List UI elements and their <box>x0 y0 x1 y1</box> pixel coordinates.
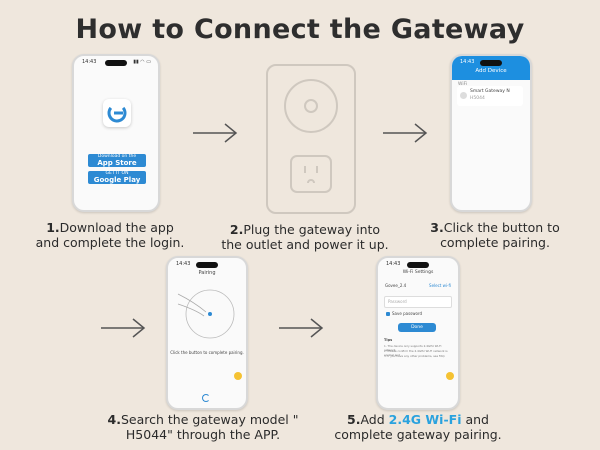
status-time: 14:43 <box>176 261 191 267</box>
screen-title: Wi-Fi Settings <box>402 270 434 275</box>
caption-line: Plug the gateway into <box>243 222 381 237</box>
gateway-device <box>266 64 356 214</box>
step-5-caption: 5.Add 2.4G Wi-Fi and complete gateway pa… <box>318 412 518 442</box>
phone-step-5: 14:43 Wi-Fi Settings Govee_2.4 Select wi… <box>376 256 460 410</box>
app-store-button[interactable]: Download on the App Store <box>88 154 146 167</box>
phone-notch <box>105 60 127 66</box>
right-arrow-icon <box>101 318 146 338</box>
google-play-label: Google Play <box>93 176 141 184</box>
right-arrow-icon <box>279 318 324 338</box>
loading-spinner <box>202 394 210 402</box>
caption-line: complete gateway pairing. <box>334 427 502 442</box>
section-label: WiFi <box>458 82 468 87</box>
caption-line: Click the button to <box>443 220 560 235</box>
caption-line: complete pairing. <box>440 235 550 250</box>
device-name: Smart Gateway N <box>470 89 510 94</box>
right-arrow-icon <box>383 123 428 143</box>
google-play-small-label: GET IT ON <box>105 171 129 176</box>
page-title: How to Connect the Gateway <box>75 14 525 45</box>
status-time: 14:43 <box>460 59 475 65</box>
caption-line: H5044" through the APP. <box>125 427 281 442</box>
step-number: 1. <box>46 220 60 235</box>
step-2-caption: 2.Plug the gateway into the outlet and p… <box>205 222 405 252</box>
select-wifi-link[interactable]: Select wi-fi <box>429 283 451 288</box>
step-4-caption: 4.Search the gateway model " H5044" thro… <box>98 412 308 442</box>
pairing-instruction: Click the button to complete pairing. <box>170 350 244 355</box>
step-number: 2. <box>229 222 244 237</box>
google-play-button[interactable]: GET IT ON Google Play <box>88 171 146 184</box>
help-icon[interactable] <box>234 372 242 380</box>
screen-title: Add Device <box>475 68 507 74</box>
caption-line: Add <box>360 412 389 427</box>
status-time: 14:43 <box>82 59 97 65</box>
save-password-label: Save password <box>392 311 423 316</box>
device-list-item[interactable]: Smart Gateway N H5044 <box>457 86 523 106</box>
device-icon <box>460 92 467 99</box>
tip-3: 3. If you have any other problems, see F… <box>384 354 446 358</box>
wifi-network-name: Govee_2.4 <box>385 283 407 288</box>
screen-title: Pairing <box>198 270 216 276</box>
gateway-illustration <box>284 79 338 193</box>
caption-line: Download the app <box>59 220 174 235</box>
tip-2: 2. Please confirm the 2.4GHz Wi-Fi netwo… <box>384 349 448 357</box>
help-icon[interactable] <box>446 372 454 380</box>
caption-line: the outlet and power it up. <box>221 237 389 252</box>
step-number: 3. <box>430 220 444 235</box>
save-password-checkbox[interactable] <box>386 312 390 316</box>
caption-line: and complete the login. <box>35 235 185 250</box>
step-3-caption: 3.Click the button to complete pairing. <box>405 220 585 250</box>
tips-title: Tips <box>384 338 393 342</box>
phone-step-3: 14:43 Add Device WiFi Smart Gateway N H5… <box>450 54 532 212</box>
right-arrow-icon <box>193 123 238 143</box>
pairing-illustration <box>177 289 235 339</box>
tip-1: 1. The device only supports 2.4GHz Wi-Fi… <box>384 344 442 352</box>
password-input[interactable]: Password <box>384 296 452 308</box>
status-icons: ▮▮ ◠ ▭ <box>133 59 151 65</box>
outlet-icon <box>304 166 318 184</box>
phone-step-1: 14:43 ▮▮ ◠ ▭ Download on the App Store G… <box>72 54 160 212</box>
password-placeholder: Password <box>388 299 407 304</box>
done-button[interactable]: Done <box>398 323 436 332</box>
caption-line: Search the gateway model " <box>120 412 299 427</box>
step-1-caption: 1.Download the app and complete the logi… <box>20 220 200 250</box>
app-store-small-label: Download on the <box>97 154 137 159</box>
caption-line: and <box>461 412 489 427</box>
app-store-label: App Store <box>97 159 137 167</box>
phone-notch <box>196 262 218 268</box>
step-number: 5. <box>347 412 361 427</box>
govee-logo-icon[interactable] <box>103 99 131 127</box>
status-time: 14:43 <box>386 261 401 267</box>
phone-notch <box>480 60 502 66</box>
device-model: H5044 <box>470 96 485 101</box>
phone-step-4: 14:43 Pairing Click the button to comple… <box>166 256 248 410</box>
phone-notch <box>407 262 429 268</box>
wifi-highlight: 2.4G Wi-Fi <box>388 412 462 427</box>
app-header: 14:43 Add Device <box>452 56 530 80</box>
step-number: 4. <box>107 412 121 427</box>
